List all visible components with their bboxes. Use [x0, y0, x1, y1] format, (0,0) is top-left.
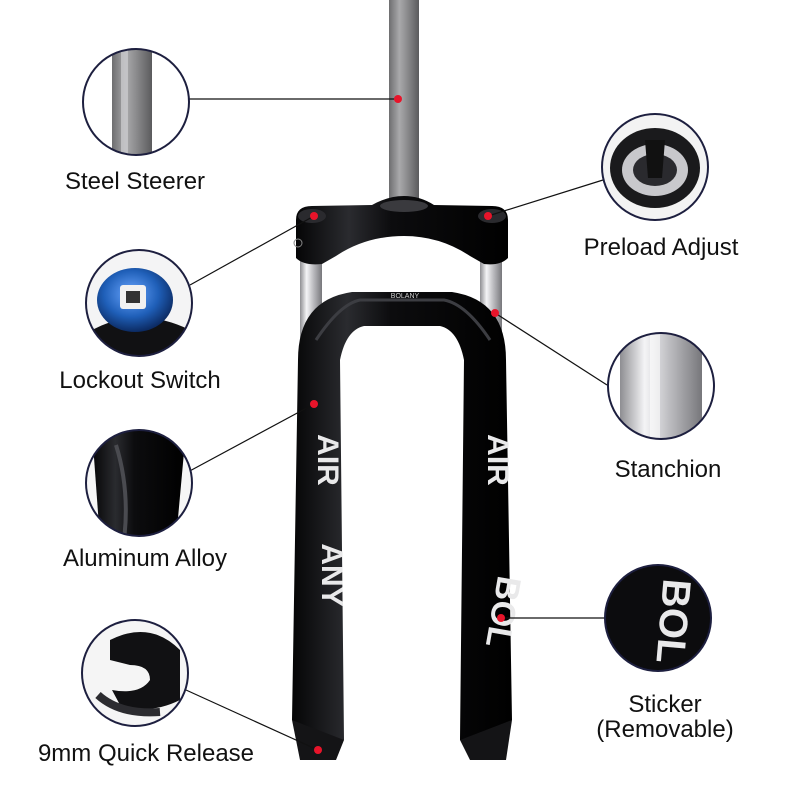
marker-dot: [497, 614, 505, 622]
label-quick-release: 9mm Quick Release: [37, 740, 255, 767]
fork-crown: [296, 196, 508, 265]
label-preload-adjust: Preload Adjust: [583, 234, 739, 261]
left-dropout: [292, 720, 344, 760]
arch-brand-text: BOLANY: [391, 293, 420, 300]
alloy-crown-closeup-icon: [85, 429, 193, 537]
label-sticker-line2: (Removable): [596, 716, 734, 744]
marker-dot: [310, 212, 318, 220]
label-lockout-switch: Lockout Switch: [59, 367, 221, 394]
lower-legs: [292, 292, 512, 740]
dropout-closeup-icon: [81, 619, 189, 727]
right-dropout: [460, 720, 512, 760]
suspension-fork: BOLANY AIR AIR ANY BOL: [292, 0, 528, 760]
label-aluminum-alloy: Aluminum Alloy: [62, 545, 228, 572]
steerer-tube: [389, 0, 419, 205]
sticker-closeup-icon: BOL: [604, 564, 712, 672]
left-leg-air-text: AIR: [311, 434, 344, 486]
steerer-tube-closeup-icon: [82, 48, 190, 156]
label-stanchion: Stanchion: [614, 456, 722, 483]
label-steel-steerer: Steel Steerer: [64, 168, 206, 195]
marker-dot: [491, 309, 499, 317]
lockout-knob-closeup-icon: [85, 249, 193, 357]
marker-dot: [310, 400, 318, 408]
label-sticker-line1: Sticker: [628, 691, 702, 718]
left-leg-decal: ANY: [315, 543, 348, 606]
leader-lines: [185, 98, 608, 751]
marker-dot: [314, 746, 322, 754]
label-sticker: Sticker (Removable): [596, 691, 734, 744]
svg-text:BOL: BOL: [647, 577, 698, 665]
marker-dot: [394, 95, 402, 103]
stanchion-closeup-icon: [607, 332, 715, 440]
right-leg-air-text: AIR: [481, 434, 514, 486]
marker-dots: [310, 95, 505, 754]
preload-cap-closeup-icon: [601, 113, 709, 221]
marker-dot: [484, 212, 492, 220]
